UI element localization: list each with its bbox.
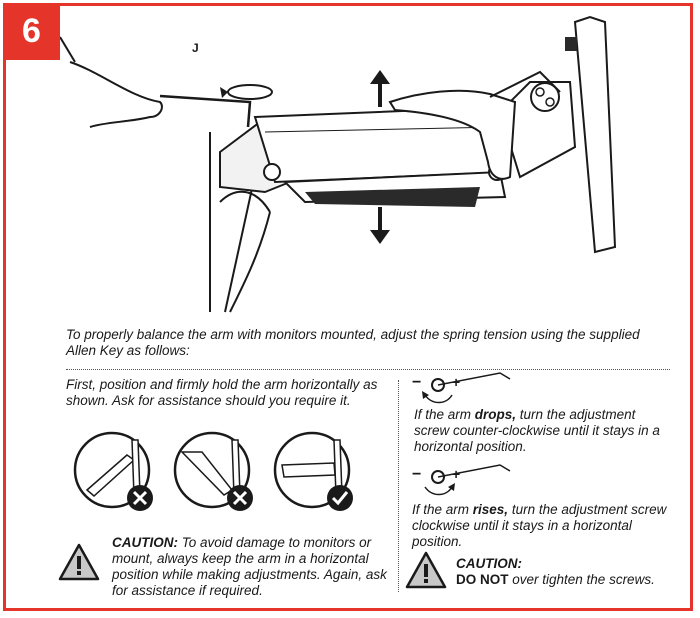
section-divider (66, 369, 670, 370)
caution-2-body: over tighten the screws. (508, 572, 655, 587)
warning-icon (58, 543, 100, 581)
dial-counter-clockwise: − + (412, 372, 511, 404)
drops-prefix: If the arm (414, 407, 475, 422)
caution-2-bold: DO NOT (456, 572, 509, 587)
column-divider (398, 380, 399, 592)
warning-icon (405, 551, 447, 589)
position-examples (73, 431, 353, 511)
rises-instruction: If the arm rises, turn the adjustment sc… (412, 502, 672, 550)
drops-bold: drops, (474, 407, 517, 422)
example-tilted-up (73, 431, 153, 511)
drops-suffix: turn the adjustment screw counter-clockw… (414, 407, 660, 454)
dial-minus-label: − (412, 466, 421, 483)
dial-minus-label: − (412, 374, 421, 391)
step-badge: 6 (3, 3, 60, 60)
rises-bold: rises, (472, 502, 509, 517)
example-horizontal (273, 431, 353, 511)
rises-prefix: If the arm (412, 502, 473, 517)
drops-instruction: If the arm drops, turn the adjustment sc… (414, 407, 674, 455)
rises-suffix: turn the adjustment screw clockwise unti… (412, 502, 667, 549)
caution-2-title: CAUTION: (456, 556, 522, 571)
label-j: J (192, 41, 199, 55)
caution-2: CAUTION: DO NOT over tighten the screws. (456, 556, 676, 588)
arm-illustration (60, 15, 617, 313)
page-frame (3, 3, 693, 611)
caution-1-title: CAUTION: (112, 535, 178, 550)
caution-1-body: To avoid damage to monitors or mount, al… (112, 535, 387, 598)
intro-text: To properly balance the arm with monitor… (66, 327, 640, 358)
example-tilted-down (173, 431, 253, 511)
first-step-text: First, position and firmly hold the arm … (66, 377, 378, 408)
caution-1: CAUTION: To avoid damage to monitors or … (112, 535, 397, 599)
dial-clockwise: − + (412, 464, 511, 496)
